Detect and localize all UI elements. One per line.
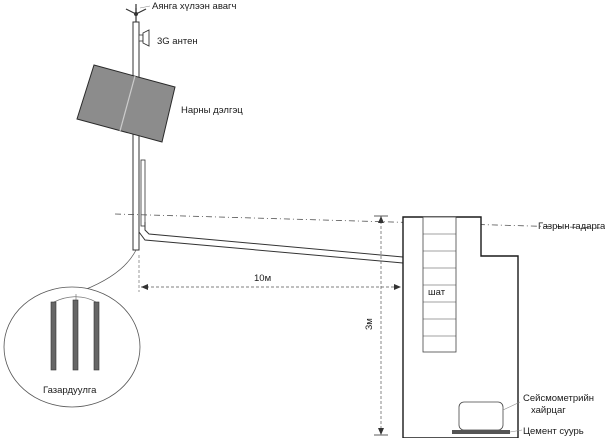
label-seismometer-line2: хайрцаг [531,405,566,416]
cable-conduit [138,222,404,264]
label-lightning-receiver: Аянга хүлээн авагч [152,1,237,12]
label-ladder: шат [428,287,446,298]
label-depth: 3м [364,318,375,330]
label-cement-base: Цемент суурь [523,426,584,437]
cement-base [452,430,510,434]
grounding-wire [83,249,137,291]
solar-panel-icon [76,64,176,143]
seismometer-box [458,401,504,431]
ladder [422,216,457,353]
label-ground-surface: Газрын гадарга [538,221,605,232]
label-seismometer-line1: Сейсмометрийн [523,393,594,404]
antenna-icon [138,29,150,47]
depth-dimension [374,215,388,436]
leader-line [502,401,521,411]
ground-surface-line [114,213,601,229]
grounding-rods [50,294,100,371]
grounding-detail-ellipse [3,286,141,408]
label-distance: 10м [254,273,271,284]
label-antenna: 3G антен [157,36,198,47]
leader-line [509,429,523,433]
label-solar-panel: Нарны дэлгэц [181,105,243,116]
leader-line [139,5,151,9]
label-grounding: Газардуулга [43,385,97,396]
distance-dimension [138,255,401,292]
lightning-receiver-icon [125,4,147,22]
